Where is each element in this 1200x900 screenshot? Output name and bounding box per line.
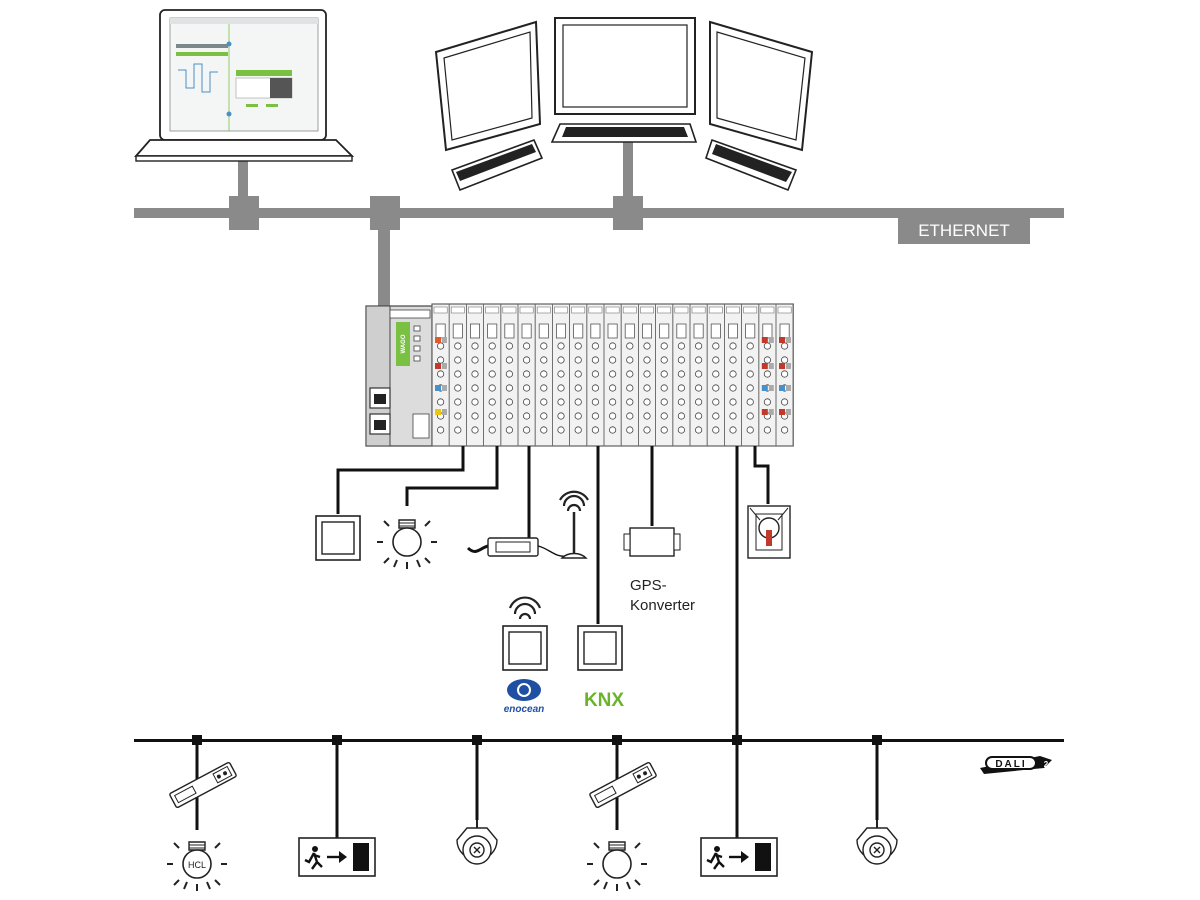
ethernet-junction [613,196,643,230]
io-module [775,303,794,447]
io-module [517,303,536,447]
io-module [603,303,622,447]
hcl-label: HCL [188,860,206,870]
ethernet-bus [134,208,1064,218]
wall-switch [315,515,361,561]
io-module [431,303,450,447]
wire-wall-switch [336,446,465,514]
gps-converter: GPS- Konverter [623,527,695,614]
io-module [655,303,674,447]
gps-label-line2: Konverter [630,597,695,614]
dali-ballast [168,761,238,809]
laptop-uplink [238,160,248,200]
wire-lamp [405,446,499,506]
knx-label: KNX [584,690,624,711]
io-module [724,303,743,447]
ethernet-junction [229,196,259,230]
emergency-exit-sign [699,836,779,878]
ethernet-label: ETHERNET [918,221,1010,240]
gps-label-line1: GPS- [630,577,667,594]
laptop-screen [169,17,319,132]
enocean-logo: enocean [504,679,545,715]
controller-brand: WAGO [401,334,407,353]
hcl-light-bulb: HCL [166,841,228,892]
power-supply [466,537,567,557]
dali-logo: DALI 2 [980,756,1052,774]
io-module [552,303,571,447]
controller-brand-plate [396,322,410,366]
dali-label: DALI [995,759,1026,770]
ethernet-label-box [898,218,1030,244]
enocean-switch: enocean [502,596,548,715]
io-modules [431,303,794,447]
workstation-uplink [623,140,633,200]
key-switch [747,505,791,559]
io-module [569,303,588,447]
dali-sensor [456,819,498,865]
dali-network: DALI 2 [134,735,1064,838]
ethernet-network: ETHERNET [134,140,1064,308]
antenna-icon [559,490,589,559]
io-module [620,303,639,447]
plc-controller: WAGO [365,305,433,447]
dali-sensor [856,819,898,865]
emergency-exit-sign [297,836,377,878]
field-wiring [336,446,770,740]
knx-switch: KNX [577,625,624,711]
laptop-keyboard-base [134,139,355,157]
dali-bus [134,739,1064,742]
light-bulb [586,841,648,892]
dali-version: 2 [1044,760,1049,769]
controller-uplink [378,226,390,308]
ethernet-junction [370,196,400,230]
wire-key-switch [753,446,770,504]
enocean-label: enocean [504,704,545,715]
plc-controller-rack: WAGO [365,303,794,447]
io-module [483,303,502,447]
workstation [434,17,814,192]
dali-ballast [588,761,658,809]
light-bulb [376,519,438,570]
io-module [586,303,605,447]
laptop [134,9,355,162]
